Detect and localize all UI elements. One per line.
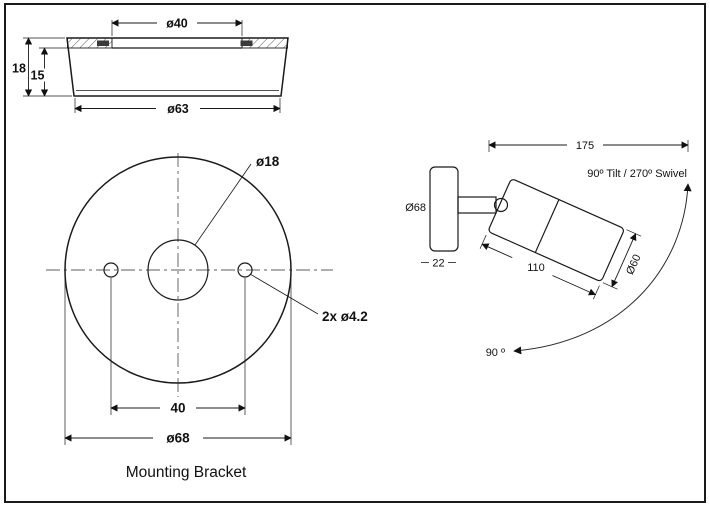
clip-tab-left [97,40,109,46]
label-mask [29,68,46,82]
body-divider-line [534,199,560,253]
section-view: ø40 ø63 18 15 [10,17,289,116]
dim-label-base-dia: ø63 [167,102,189,116]
dim-label-body-dia: Ø60 [624,253,643,277]
leader-line-center-hole [194,163,252,246]
dim-label-total-length: 175 [576,140,594,152]
note-tilt-swivel: 90º Tilt / 270º Swivel [587,168,687,180]
rim-hatch-left [67,37,113,49]
dim-label-center-hole: ø18 [256,154,280,169]
dim-label-tilt-angle: 90 º [486,347,505,359]
dim-label-hole-spacing: 40 [170,401,185,416]
bracket-canister [429,166,459,252]
screw-hole-left [103,262,119,278]
leader-line-screw-holes [249,273,319,315]
mounting-arm [457,196,497,214]
bracket-section-outline [66,37,289,97]
dimension-line [552,275,597,296]
pivot-joint [493,197,509,213]
dim-label-bracket-dia: Ø68 [405,202,426,214]
screw-hole-right [237,262,253,278]
dim-label-total-height: 18 [12,62,26,76]
light-body-group: Ø60 [479,179,644,300]
dim-label-body-length: 110 [527,262,545,274]
center-hole [147,239,209,301]
dim-label-bracket-depth: 22 [432,258,444,270]
drawing-border [4,3,706,503]
view-caption: Mounting Bracket [126,464,247,481]
outer-circle [64,156,292,384]
label-mask [10,61,28,75]
light-body [488,179,624,282]
dim-label-recess-dia: ø40 [166,17,188,31]
side-view: 175 90º Tilt / 270º Swivel Ø68 22 Ø60 [405,140,692,359]
front-view: ø18 2x ø4.2 40 ø68 Mounting Bracket [46,153,368,481]
swivel-arc [513,183,692,355]
extension-line [626,229,642,237]
extension-line [479,234,487,249]
dim-label-inner-height: 15 [31,69,45,83]
extension-line [602,282,618,290]
dim-label-screw-holes: 2x ø4.2 [322,309,368,324]
dim-label-outer-dia: ø68 [166,431,190,446]
dimension-line [481,243,513,259]
extension-line [593,285,600,300]
clip-tab-right [240,40,253,46]
